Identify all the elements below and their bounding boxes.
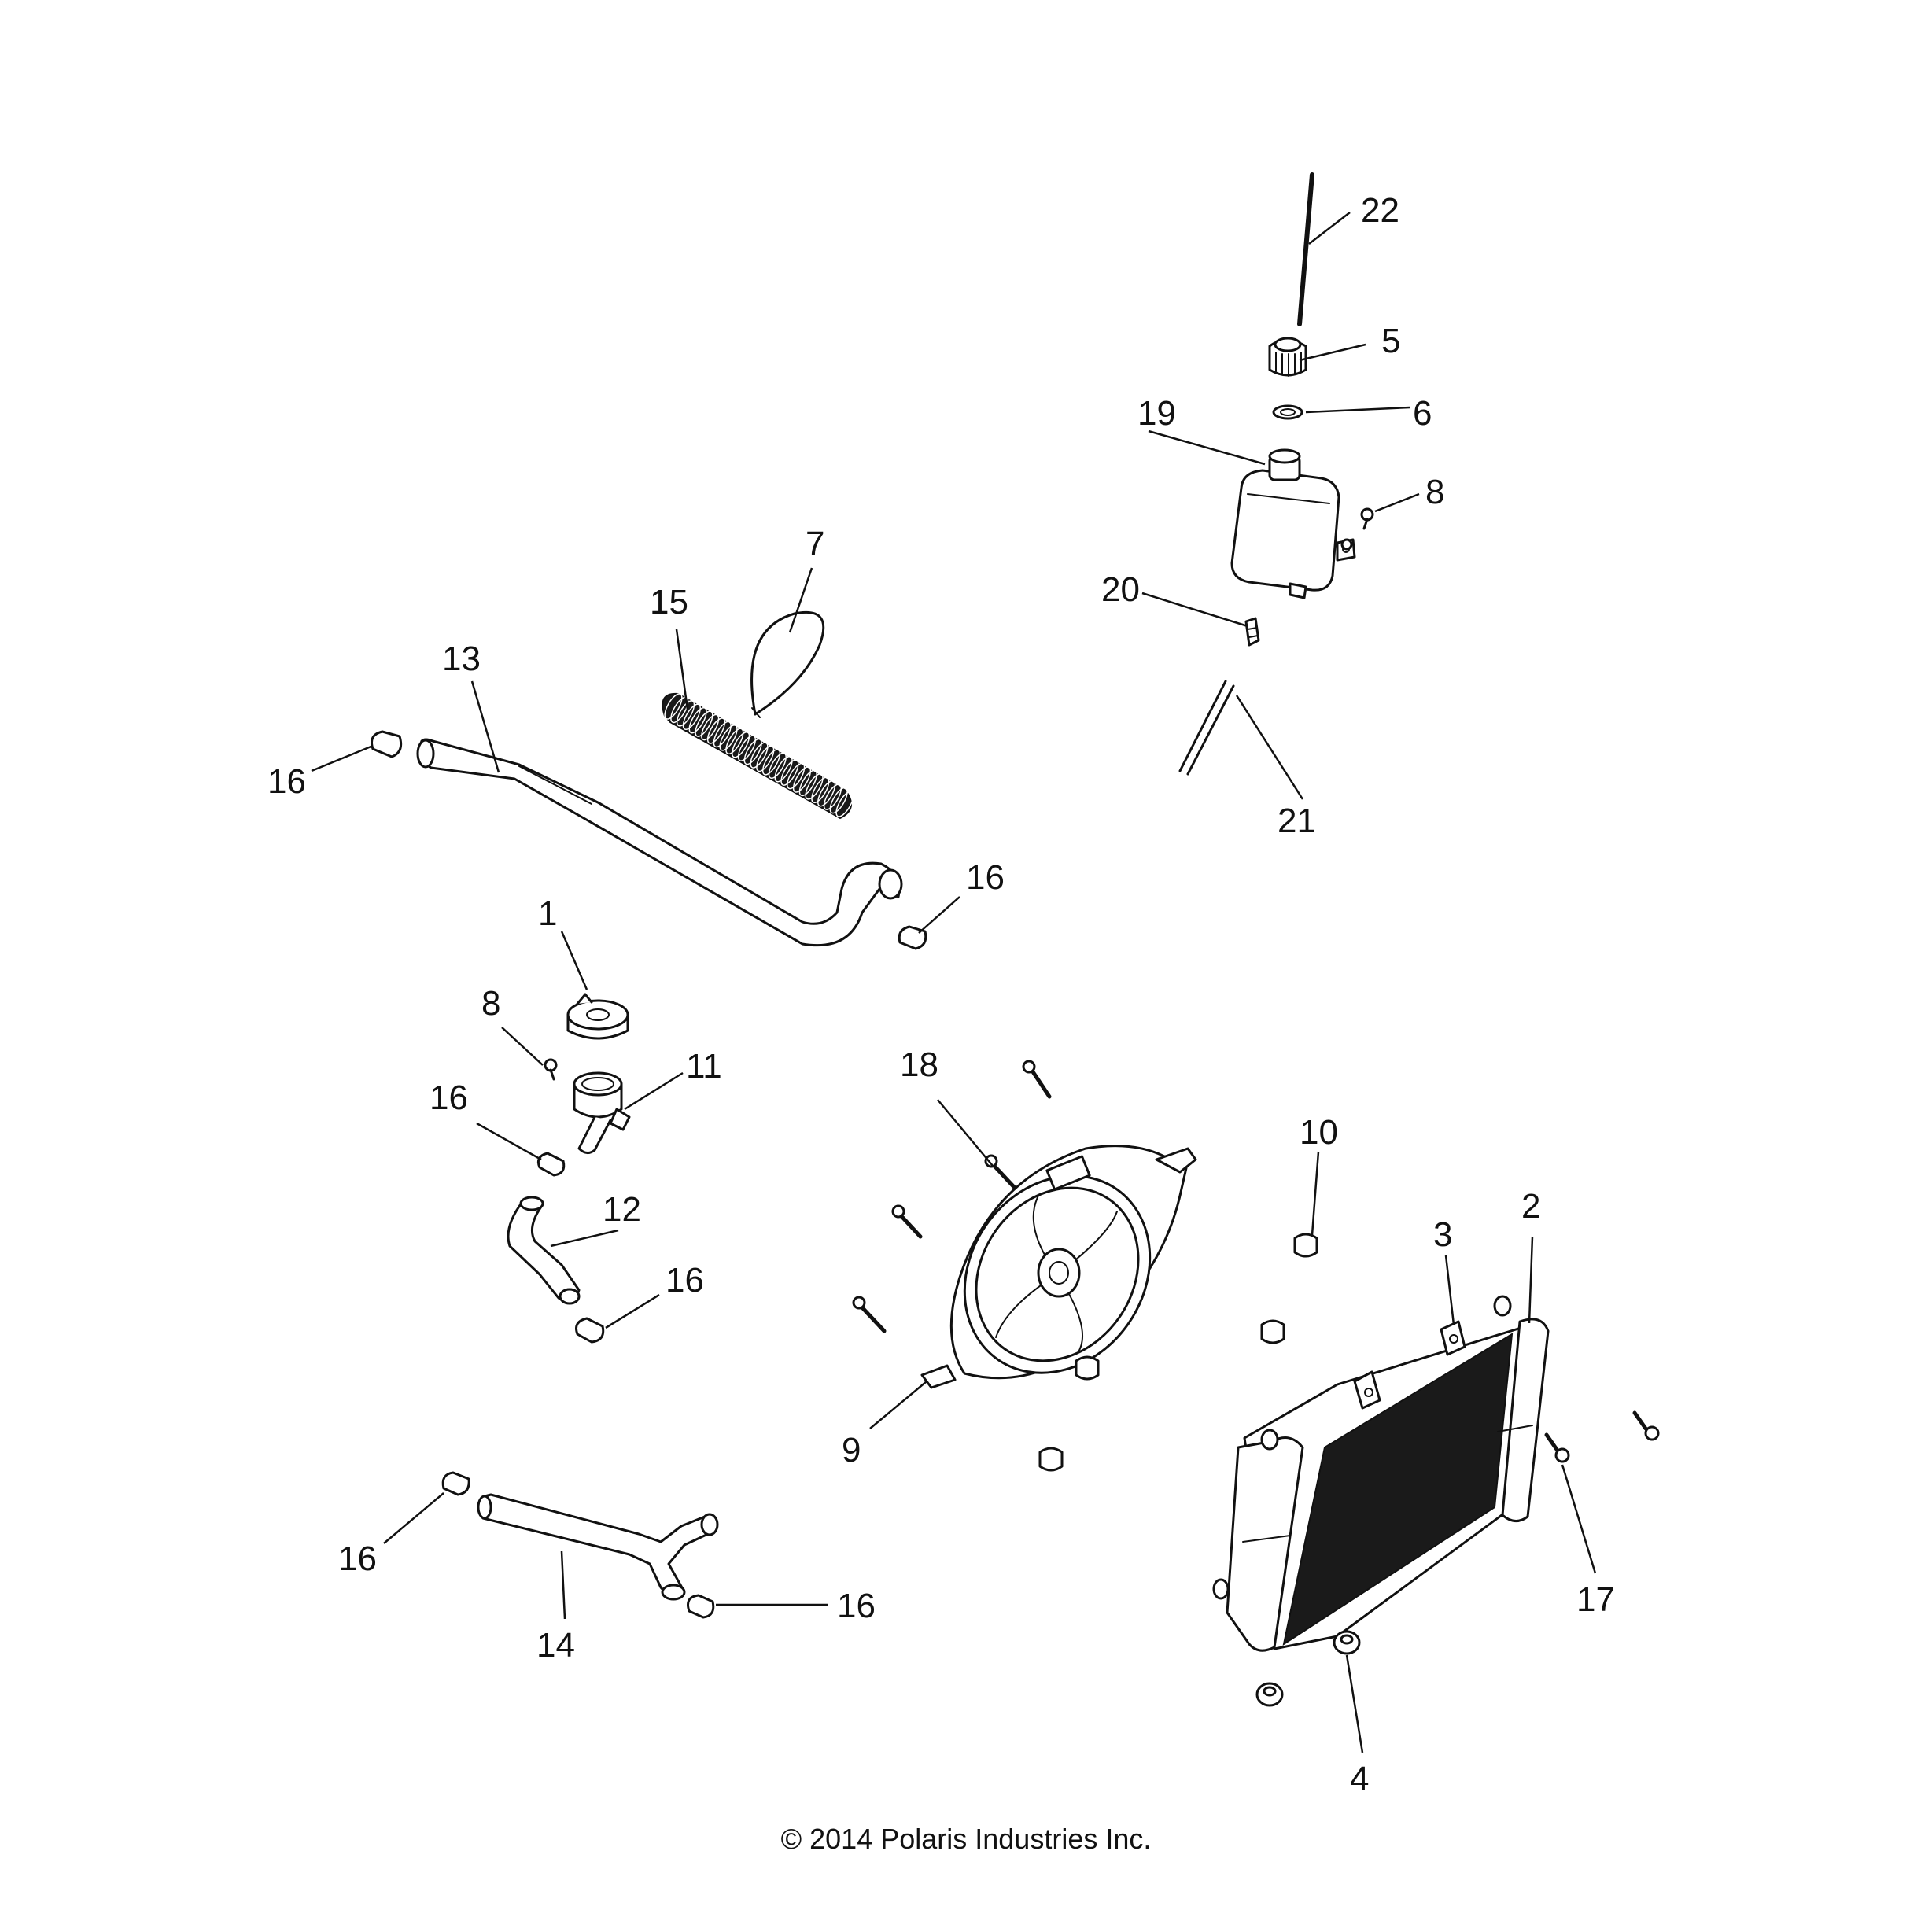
corrugated-sleeve-part	[662, 692, 854, 820]
callout-17: 17	[1576, 1580, 1615, 1619]
callout-6: 6	[1413, 394, 1432, 433]
elbow-hose-part	[507, 1196, 581, 1305]
sleeve-ring	[798, 769, 817, 797]
copyright-notice: © 2014 Polaris Industries Inc.	[781, 1823, 1152, 1855]
hose-fitting-part	[1244, 617, 1260, 647]
lower-radiator-hose-part	[477, 1493, 719, 1601]
sleeve-ring	[737, 735, 757, 761]
callout-16-f: 16	[837, 1587, 876, 1625]
callout-22: 22	[1361, 191, 1399, 230]
callout-12: 12	[603, 1190, 641, 1229]
callout-16-c: 16	[430, 1078, 468, 1117]
screw-part-lower	[544, 1058, 558, 1081]
dipstick-rod-part	[1297, 172, 1314, 326]
callout-16-a: 16	[267, 762, 306, 801]
callout-2: 2	[1521, 1187, 1540, 1226]
sleeve-ring	[811, 776, 830, 804]
callout-20: 20	[1101, 570, 1140, 609]
screw-part-upper	[1340, 507, 1374, 551]
rubber-mount-part	[1255, 1630, 1361, 1707]
callout-15: 15	[650, 583, 688, 621]
sleeve-ring	[774, 755, 793, 783]
radiator-cap-part	[566, 993, 629, 1040]
fan-bolt-part	[852, 1060, 1052, 1333]
sleeve-ring	[719, 724, 738, 751]
filler-neck-part	[573, 1071, 631, 1154]
hose-clamp-part-f	[687, 1594, 715, 1619]
callout-14: 14	[536, 1626, 575, 1665]
sleeve-ring	[725, 728, 744, 755]
sleeve-ring	[823, 783, 842, 810]
sleeve-ring	[780, 759, 799, 786]
hose-clamp-part-d	[575, 1317, 605, 1344]
coolant-reservoir-part	[1230, 448, 1356, 599]
sleeve-ring	[761, 749, 781, 776]
callout-5: 5	[1381, 322, 1400, 360]
sleeve-ring	[695, 710, 713, 737]
callout-8-lower: 8	[481, 984, 500, 1023]
callout-16-d: 16	[666, 1261, 704, 1300]
callout-13: 13	[442, 640, 481, 678]
sleeve-ring	[713, 721, 732, 748]
radiator-part	[1212, 1295, 1550, 1652]
hose-clamp-part-c	[536, 1152, 566, 1177]
sleeve-ring	[682, 703, 701, 731]
hose-clamp-part-e	[441, 1471, 470, 1496]
sleeve-ring	[750, 742, 769, 769]
callout-3: 3	[1433, 1215, 1452, 1254]
callout-1: 1	[538, 894, 557, 933]
sleeve-ring	[688, 706, 707, 734]
callout-4: 4	[1350, 1760, 1369, 1798]
sleeve-ring	[743, 738, 762, 765]
sleeve-ring	[756, 745, 775, 772]
overflow-hose-part	[1178, 680, 1235, 776]
sleeve-ring	[732, 731, 750, 758]
reservoir-cap-part	[1268, 337, 1307, 377]
callout-9: 9	[842, 1431, 861, 1469]
sleeve-ring	[706, 717, 726, 744]
sleeve-ring	[787, 762, 806, 790]
callout-21: 21	[1278, 802, 1316, 840]
callout-8-upper: 8	[1425, 473, 1444, 511]
sleeve-ring	[676, 700, 695, 727]
callout-7: 7	[806, 525, 824, 563]
sleeve-ring	[835, 791, 854, 817]
callout-11: 11	[686, 1047, 722, 1086]
callout-labels: 22 5 6 19 8 20 21 7 15 13 16 16 1 8 11 1…	[267, 191, 1615, 1798]
sleeve-ring	[817, 780, 836, 807]
leader-lines	[311, 212, 1597, 1753]
sleeve-ring	[768, 752, 787, 780]
radiator-bolt-part	[1544, 1410, 1660, 1463]
sleeve-ring	[792, 766, 812, 793]
callout-19: 19	[1137, 394, 1176, 433]
sleeve-ring	[664, 693, 683, 720]
hose-clamp-part-a	[371, 730, 403, 758]
sleeve-ring	[701, 713, 720, 741]
cable-tie-part	[750, 610, 825, 718]
callout-18: 18	[900, 1045, 938, 1084]
fan-assembly-part	[920, 1145, 1197, 1389]
sleeve-ring	[805, 773, 824, 800]
grommet-part	[1038, 1233, 1318, 1472]
callout-10: 10	[1300, 1113, 1338, 1152]
sleeve-ring	[829, 787, 848, 814]
washer-part	[1272, 404, 1303, 420]
upper-radiator-hose-part	[416, 738, 903, 947]
callout-16-b: 16	[966, 858, 1005, 897]
callout-16-e: 16	[338, 1539, 377, 1578]
